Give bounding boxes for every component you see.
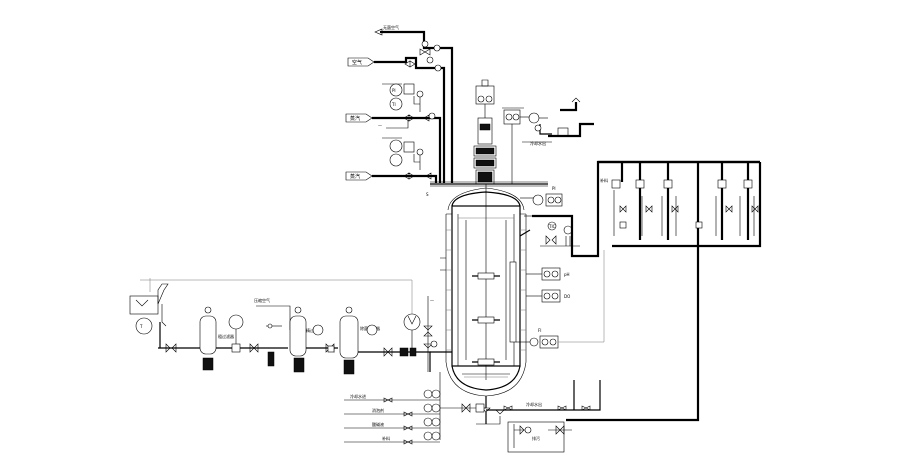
gearbox: [477, 117, 493, 145]
fermenter-vessel: S: [426, 181, 548, 413]
inlet-line-steam-2: 蒸汽: [345, 171, 438, 183]
bottom-center-label: 冷却水出: [526, 401, 542, 407]
inlet-line-air: 空气: [347, 56, 446, 183]
inlet-label-steam-2: 蒸汽: [350, 173, 360, 180]
right-manifold: 补料: [566, 160, 762, 422]
vertical-line-label: —: [430, 298, 434, 303]
gauge-label-tic: TIC: [548, 224, 556, 229]
instrument-group-1: PI TI: [382, 83, 424, 112]
inlet-line-steam-1: 蒸汽 —: [345, 112, 442, 183]
drain-box: [507, 421, 565, 453]
gauge-label-fi: FI: [538, 328, 541, 333]
right-top-label: 冷却水出: [530, 140, 546, 146]
probe-label-do: DO: [564, 294, 570, 299]
instrument-group-2: [382, 137, 424, 170]
gauge-label-pi-2: PI: [552, 186, 556, 191]
filter-label-1: 粗过滤器: [218, 333, 234, 339]
agitator-drive: [473, 79, 497, 185]
inlet-tag-steam-2: [345, 171, 373, 181]
bottom-label-3: 酸碱液: [372, 421, 384, 427]
bottom-manifold: 冷却水进 消泡剂 酸碱液 补料 冷却水出 排污: [344, 372, 601, 453]
air-filtration-train: T 粗过滤器 压缩空气 精过滤器 除菌过滤器: [129, 278, 438, 375]
bottom-label-2: 消泡剂: [372, 407, 384, 413]
inlet-line-top: 无菌空气: [374, 24, 454, 183]
inlet-label-steam-1: 蒸汽: [350, 115, 360, 122]
top-line-label: 无菌空气: [383, 24, 399, 30]
filter-tank-2: [289, 315, 307, 357]
probe-label-ph: pH: [564, 272, 570, 277]
vessel-tag: S: [426, 192, 429, 197]
inlet-label-air: 空气: [352, 59, 362, 66]
vessel-right-instruments: PI TIC pH DO FI: [516, 160, 760, 349]
filter-tank-1: [199, 315, 217, 355]
bottom-box-label: 排污: [532, 435, 540, 441]
gauge-label-ti: TI: [391, 102, 396, 107]
inlet-tag-air: [347, 57, 375, 67]
compressor-mark: T: [139, 324, 143, 329]
left-air-label: 压缩空气: [254, 297, 270, 303]
filter-tank-3: [339, 315, 359, 359]
right-mid-label: 补料: [600, 177, 608, 183]
air-compressor: [129, 295, 159, 315]
inlet-tag-steam-1: [345, 113, 373, 123]
steam-note-1: —: [378, 123, 382, 128]
bottom-label-1: 冷却水进: [350, 393, 366, 399]
top-right-instruments: 冷却水出: [502, 97, 594, 184]
gauge-label-pi: PI: [392, 88, 396, 93]
bottom-label-4: 补料: [382, 435, 390, 441]
